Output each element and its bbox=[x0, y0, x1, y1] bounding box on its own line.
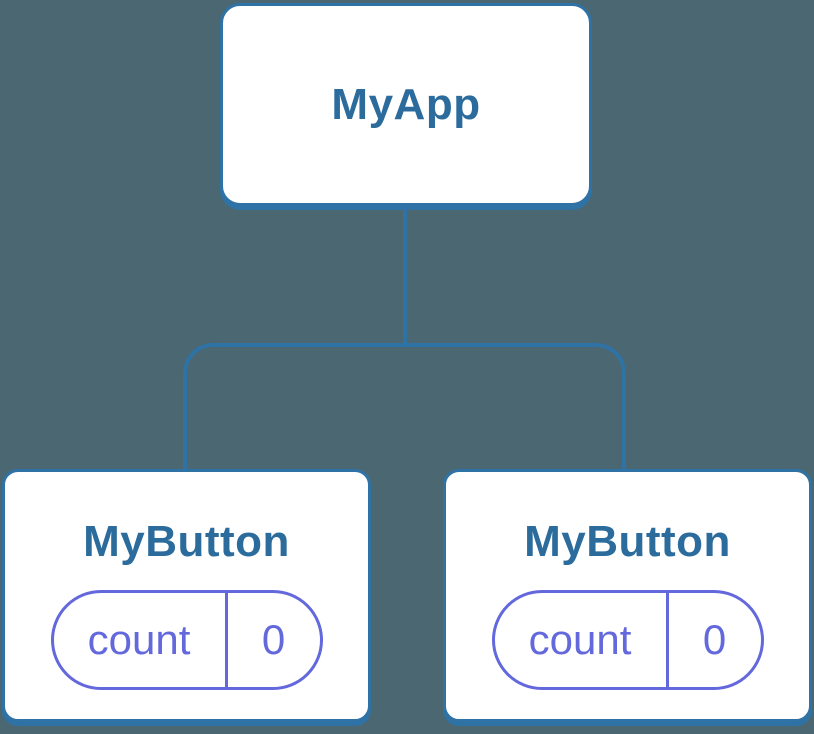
state-value: 0 bbox=[261, 616, 286, 663]
state-key-label: count bbox=[87, 616, 191, 663]
connector-trunk-line bbox=[403, 206, 407, 347]
state-pill-divider bbox=[224, 593, 228, 687]
state-value: 0 bbox=[702, 616, 727, 663]
state-key-label: count bbox=[528, 616, 632, 663]
node-mybutton-right: MyButton count 0 bbox=[443, 469, 812, 722]
node-myapp-label: MyApp bbox=[331, 79, 481, 129]
node-mybutton-left-label: MyButton bbox=[83, 517, 290, 566]
connector-branch-bracket bbox=[183, 343, 626, 470]
state-pill-divider bbox=[665, 593, 669, 687]
state-pill: count 0 bbox=[491, 590, 764, 690]
node-mybutton-right-label: MyButton bbox=[524, 517, 731, 566]
node-myapp: MyApp bbox=[220, 3, 592, 206]
node-mybutton-left: MyButton count 0 bbox=[2, 469, 371, 722]
state-pill: count 0 bbox=[50, 590, 323, 690]
